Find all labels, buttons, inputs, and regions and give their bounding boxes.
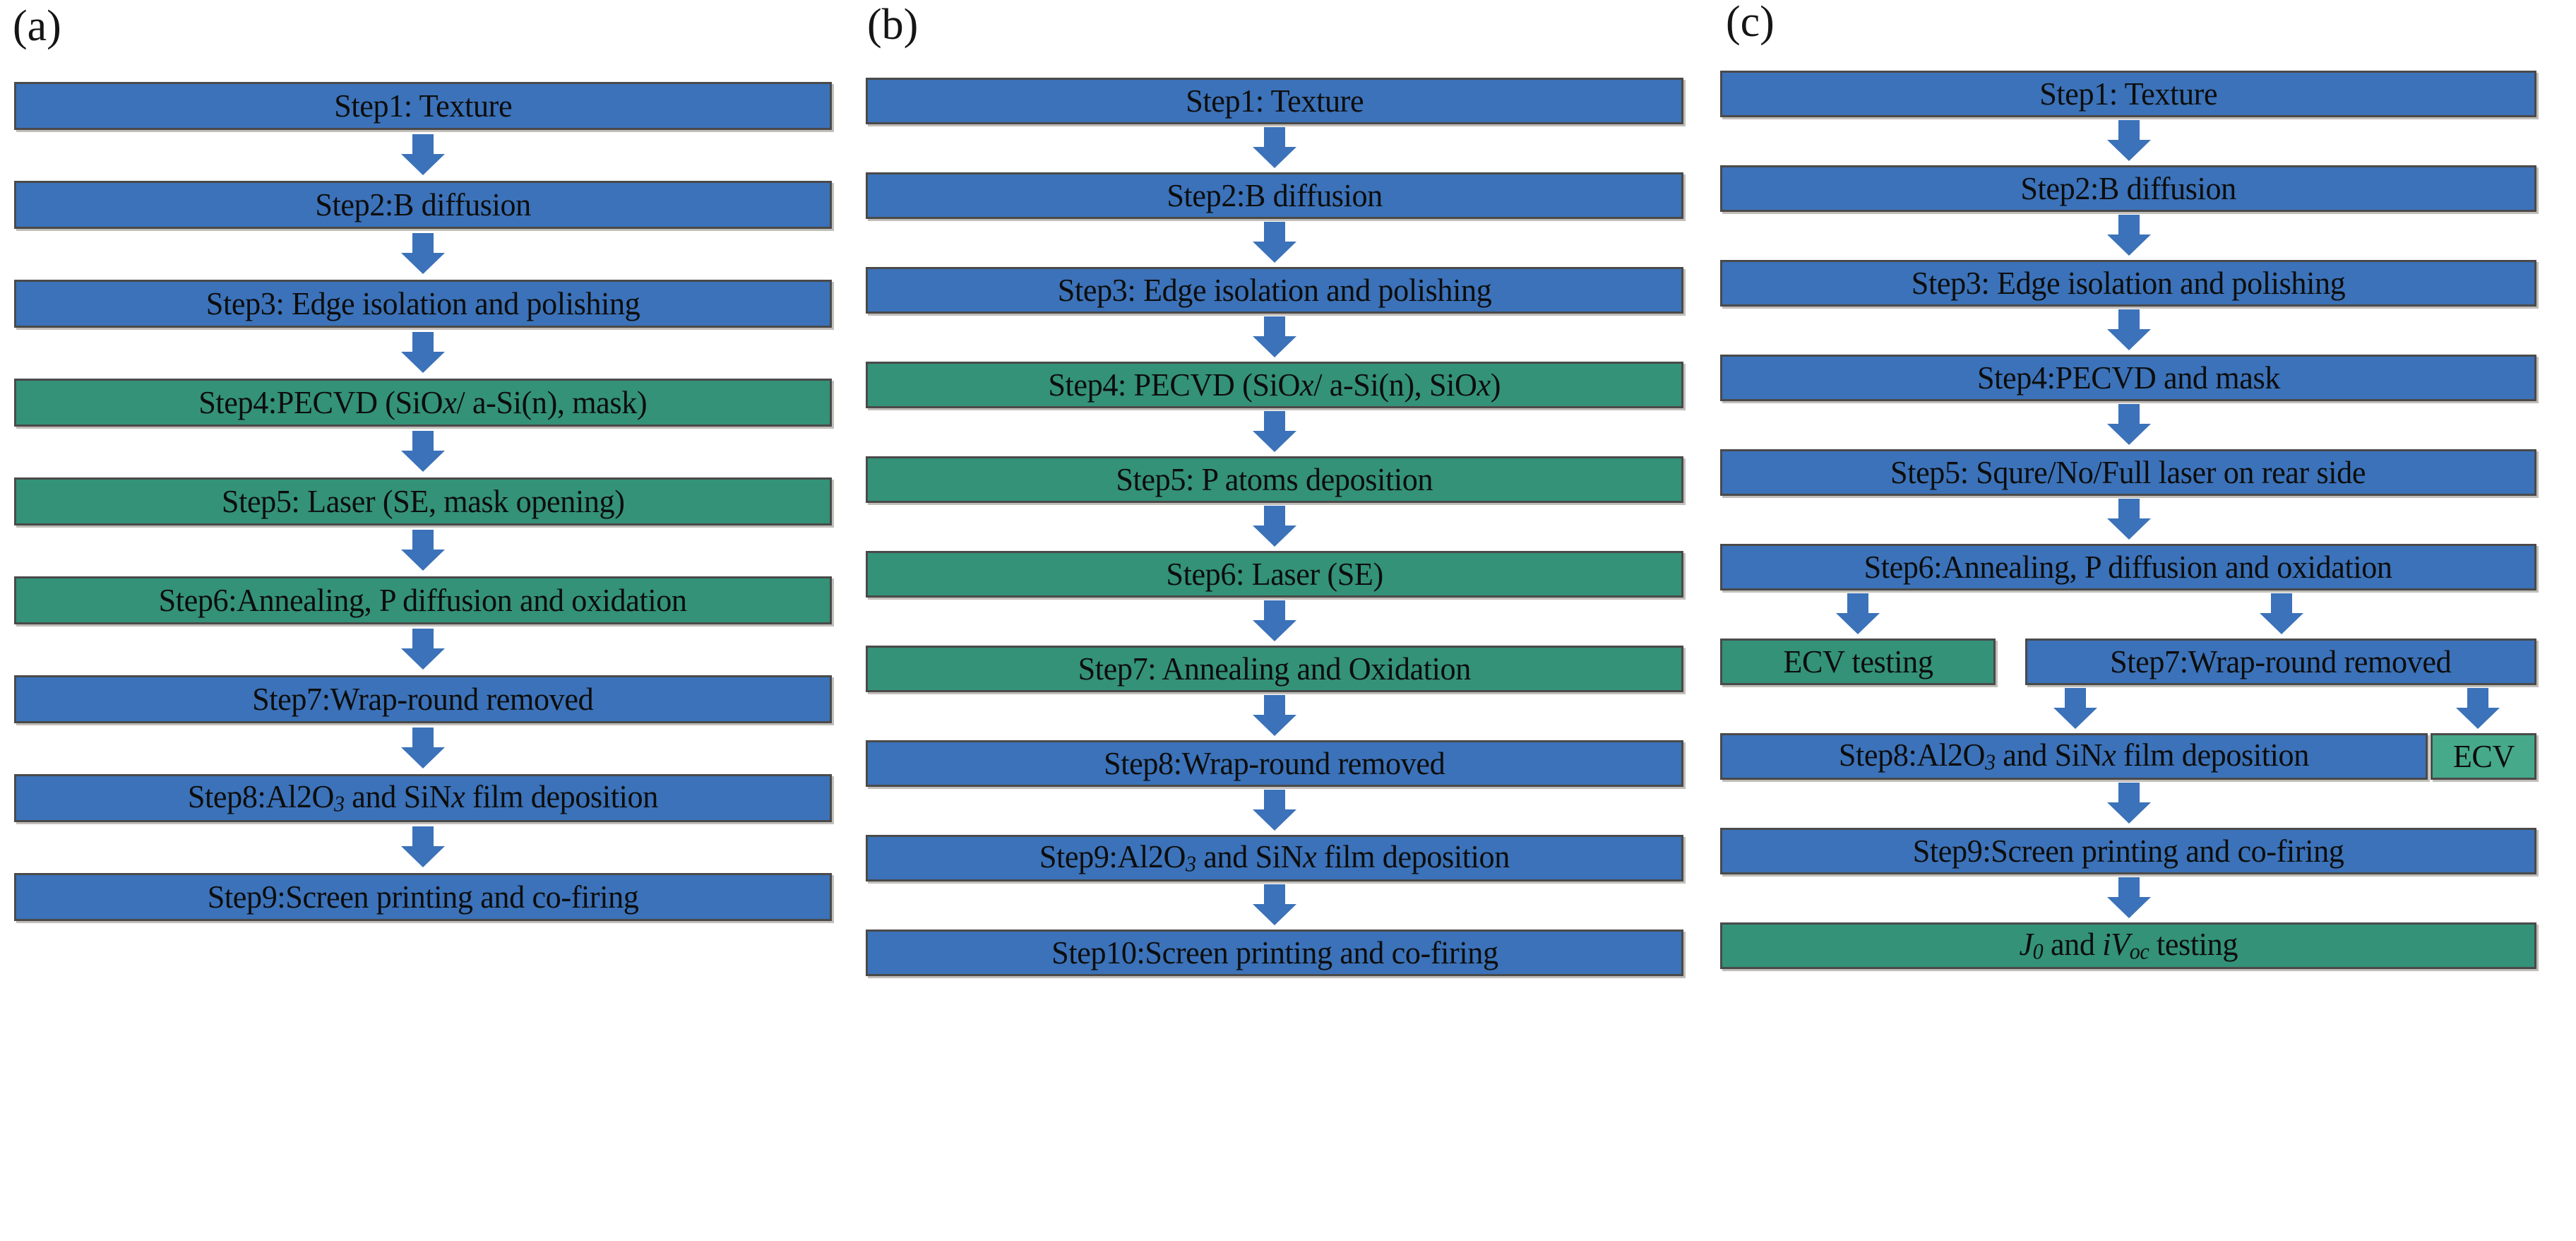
- node-c-step4[interactable]: Step4:PECVD and mask: [1720, 355, 2536, 401]
- arrow-down-icon-branch-right: [2260, 593, 2303, 634]
- node-c-step7[interactable]: Step7:Wrap-round removed: [2025, 639, 2536, 685]
- arrow-down-icon: [1253, 316, 1296, 357]
- node-b-step9[interactable]: Step9:Al2O3 and SiNx film deposition: [866, 835, 1683, 881]
- node-c-step4-label: Step4:PECVD and mask: [1976, 359, 2280, 396]
- panel-c-label: (c): [1726, 0, 1775, 46]
- node-a-step9[interactable]: Step9:Screen printing and co-firing: [14, 873, 832, 921]
- arrow-down-icon: [2053, 688, 2097, 729]
- arrow-down-icon-to-ecv: [2456, 688, 2500, 729]
- arrow-down-icon: [2107, 404, 2151, 445]
- node-b-step1[interactable]: Step1: Texture: [866, 78, 1683, 124]
- arrow-down-icon: [401, 332, 445, 373]
- node-b-step2-label: Step2:B diffusion: [1167, 177, 1383, 213]
- panel-b-label: (b): [867, 1, 919, 49]
- node-c-step8-label: Step8:Al2O3 and SiNx film deposition: [1838, 737, 2310, 775]
- arrow-down-icon: [1253, 600, 1296, 641]
- arrow-down-icon: [401, 134, 445, 175]
- node-a-step8[interactable]: Step8:Al2O3 and SiNx film deposition: [14, 774, 832, 822]
- node-a-step2-label: Step2:B diffusion: [315, 186, 531, 222]
- arrow-down-icon: [1253, 506, 1296, 547]
- node-a-step9-label: Step9:Screen printing and co-firing: [207, 878, 639, 915]
- node-a-step4[interactable]: Step4:PECVD (SiOx/ a-Si(n), mask): [14, 379, 832, 427]
- node-b-step6[interactable]: Step6: Laser (SE): [866, 551, 1683, 598]
- node-c-j0-ivoc-testing-label: J0 and iVoc testing: [2019, 926, 2238, 964]
- node-c-step1[interactable]: Step1: Texture: [1720, 71, 2536, 117]
- node-a-step5[interactable]: Step5: Laser (SE, mask opening): [14, 477, 832, 526]
- node-b-step4[interactable]: Step4: PECVD (SiOx/ a-Si(n), SiOx): [866, 362, 1683, 408]
- node-c-step3-label: Step3: Edge isolation and polishing: [1911, 264, 2346, 301]
- arrow-down-icon: [2107, 783, 2151, 824]
- node-c-step3[interactable]: Step3: Edge isolation and polishing: [1720, 260, 2536, 307]
- arrow-down-icon: [2107, 215, 2151, 256]
- node-a-step4-label: Step4:PECVD (SiOx/ a-Si(n), mask): [198, 384, 648, 420]
- arrow-down-icon: [1253, 222, 1296, 263]
- node-c-ecv-testing[interactable]: ECV testing: [1720, 639, 1996, 685]
- node-c-step9-label: Step9:Screen printing and co-firing: [1912, 832, 2344, 869]
- arrow-down-icon: [401, 431, 445, 472]
- panel-b: (b) Step1: Texture Step2:B diffusion Ste…: [859, 0, 1717, 1241]
- node-c-step8[interactable]: Step8:Al2O3 and SiNx film deposition: [1720, 733, 2428, 780]
- node-a-step1-label: Step1: Texture: [334, 87, 512, 124]
- node-b-step6-label: Step6: Laser (SE): [1166, 555, 1383, 592]
- node-b-step5-label: Step5: P atoms deposition: [1116, 461, 1433, 497]
- panel-a: (a) Step1: Texture Step2:B diffusion Ste…: [0, 0, 859, 1241]
- node-c-step9[interactable]: Step9:Screen printing and co-firing: [1720, 828, 2536, 874]
- arrow-down-icon: [2107, 309, 2151, 350]
- node-c-step1-label: Step1: Texture: [2039, 75, 2217, 112]
- node-a-step2[interactable]: Step2:B diffusion: [14, 181, 832, 229]
- node-b-step5[interactable]: Step5: P atoms deposition: [866, 456, 1683, 503]
- arrow-down-icon: [1253, 884, 1296, 925]
- node-a-step6[interactable]: Step6:Annealing, P diffusion and oxidati…: [14, 576, 832, 624]
- arrow-down-icon: [2107, 120, 2151, 161]
- node-c-step6-label: Step6:Annealing, P diffusion and oxidati…: [1864, 548, 2393, 585]
- node-b-step10-label: Step10:Screen printing and co-firing: [1051, 934, 1498, 970]
- node-a-step8-label: Step8:Al2O3 and SiNx film deposition: [187, 778, 659, 817]
- node-c-ecv-label: ECV: [2452, 737, 2515, 774]
- node-b-step3[interactable]: Step3: Edge isolation and polishing: [866, 267, 1683, 314]
- node-b-step2[interactable]: Step2:B diffusion: [866, 172, 1683, 219]
- arrow-down-icon: [401, 826, 445, 867]
- arrow-down-icon: [401, 728, 445, 768]
- node-c-ecv[interactable]: ECV: [2431, 733, 2536, 780]
- node-b-step8[interactable]: Step8:Wrap-round removed: [866, 740, 1683, 787]
- node-a-step7[interactable]: Step7:Wrap-round removed: [14, 675, 832, 723]
- arrow-down-icon: [1253, 790, 1296, 831]
- arrow-down-icon: [401, 233, 445, 274]
- node-c-ecv-testing-label: ECV testing: [1782, 643, 1933, 679]
- node-c-step5[interactable]: Step5: Squre/No/Full laser on rear side: [1720, 449, 2536, 496]
- node-b-step10[interactable]: Step10:Screen printing and co-firing: [866, 930, 1683, 976]
- node-c-step7-label: Step7:Wrap-round removed: [2110, 643, 2452, 679]
- arrow-down-icon: [401, 530, 445, 571]
- arrow-down-icon: [1253, 411, 1296, 452]
- arrow-down-icon: [1253, 695, 1296, 736]
- node-b-step9-label: Step9:Al2O3 and SiNx film deposition: [1039, 838, 1510, 877]
- node-c-step2[interactable]: Step2:B diffusion: [1720, 165, 2536, 212]
- node-b-step7[interactable]: Step7: Annealing and Oxidation: [866, 646, 1683, 692]
- node-b-step7-label: Step7: Annealing and Oxidation: [1078, 650, 1472, 687]
- node-a-step1[interactable]: Step1: Texture: [14, 82, 832, 130]
- node-a-step5-label: Step5: Laser (SE, mask opening): [221, 482, 625, 519]
- arrow-down-icon: [1253, 127, 1296, 168]
- arrow-down-icon: [2107, 877, 2151, 918]
- node-a-step7-label: Step7:Wrap-round removed: [252, 680, 594, 717]
- node-c-step6[interactable]: Step6:Annealing, P diffusion and oxidati…: [1720, 544, 2536, 590]
- arrow-down-icon-branch-left: [1836, 593, 1880, 634]
- arrow-down-icon: [401, 629, 445, 670]
- node-a-step3-label: Step3: Edge isolation and polishing: [205, 285, 640, 321]
- node-b-step3-label: Step3: Edge isolation and polishing: [1057, 271, 1492, 308]
- arrow-down-icon: [2107, 499, 2151, 540]
- node-c-step5-label: Step5: Squre/No/Full laser on rear side: [1890, 453, 2366, 490]
- panel-a-label: (a): [13, 2, 61, 50]
- node-a-step6-label: Step6:Annealing, P diffusion and oxidati…: [158, 581, 688, 618]
- node-c-j0-ivoc-testing[interactable]: J0 and iVoc testing: [1720, 922, 2536, 969]
- panel-c: (c) Step1: Texture Step2:B diffusion Ste…: [1717, 0, 2576, 1241]
- node-b-step1-label: Step1: Texture: [1186, 82, 1364, 119]
- node-b-step4-label: Step4: PECVD (SiOx/ a-Si(n), SiOx): [1048, 366, 1501, 403]
- node-c-step2-label: Step2:B diffusion: [2020, 170, 2236, 206]
- node-b-step8-label: Step8:Wrap-round removed: [1104, 744, 1445, 781]
- node-a-step3[interactable]: Step3: Edge isolation and polishing: [14, 280, 832, 328]
